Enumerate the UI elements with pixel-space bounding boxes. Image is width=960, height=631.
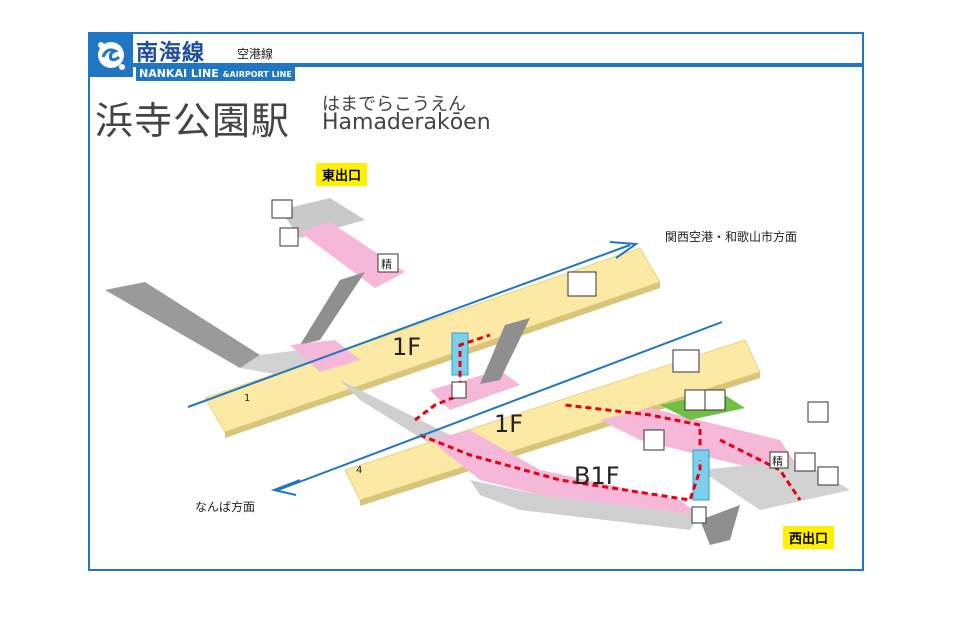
station-name-ja: 浜寺公園駅 [95, 99, 291, 143]
floor-1f-upper: 1F [392, 333, 422, 361]
elevator-2 [692, 449, 710, 501]
route-arrow-3 [564, 403, 702, 445]
direction-arrow-north [609, 241, 639, 259]
header-bar [89, 63, 863, 67]
fare-adjust-icon-2 [769, 451, 789, 469]
east-exit-deck [280, 198, 365, 238]
station-staff-icon-2 [794, 452, 816, 472]
east-exit-label: 東出口 [316, 163, 368, 186]
west-exit-label: 西出口 [783, 526, 835, 549]
direction-arrow-south [270, 479, 301, 496]
toilet-icon [704, 389, 726, 411]
platform-4-lower-side [360, 372, 760, 506]
ticket-machine-icon [271, 199, 293, 219]
floor-b1f: B1F [574, 462, 620, 490]
direction-line-south [277, 321, 723, 491]
direction-line-north [187, 244, 631, 408]
station-name-en: Hamaderakōen [322, 110, 491, 135]
fare-adjust-label-2: 精 [772, 455, 783, 468]
nankai-logo-icon [89, 33, 133, 77]
platform-1-upper-side [225, 282, 660, 438]
ticket-machine-icon-2 [817, 466, 839, 486]
elevator-icon-1 [451, 381, 467, 399]
platform-1-number: 1 [244, 393, 251, 404]
stairs-middle [480, 318, 530, 384]
route-arrow-4 [719, 438, 802, 501]
platform-4-number: 4 [356, 465, 363, 476]
west-stairs [700, 505, 740, 545]
direction-south-label: なんば方面 [195, 500, 256, 514]
floor-1f-lower: 1F [494, 410, 524, 438]
line-name-en: NANKAI LINE &AIRPORT LINE [136, 67, 295, 81]
waiting-room-icon-1 [567, 271, 597, 297]
header: 南海線 空港線 NANKAI LINE &AIRPORT LINE [89, 33, 863, 81]
east-stairs [300, 272, 365, 345]
line-en-sub: &AIRPORT LINE [222, 70, 292, 79]
wheelchair-icon-3 [807, 401, 829, 423]
line-en-main: NANKAI LINE [139, 67, 219, 80]
b1f-concourse [430, 430, 700, 515]
west-gray-area [700, 460, 850, 510]
concourse-left [240, 350, 320, 375]
fare-adjust-label: 精 [381, 258, 392, 271]
elevator-icon-2 [691, 506, 707, 524]
wheelchair-icon-2 [643, 429, 665, 451]
route-arrow-2 [419, 433, 702, 502]
stairs-left [105, 282, 260, 368]
direction-north-label: 関西空港・和歌山市方面 [665, 230, 798, 244]
line-sub-ja: 空港線 [237, 47, 274, 61]
waiting-room-icon-2 [672, 349, 700, 373]
line-name-ja: 南海線 [136, 41, 206, 66]
b1f-concourse-gray [470, 480, 700, 530]
fare-adjust-icon [377, 253, 399, 273]
station-name-kana: はまでらこうえん [322, 94, 466, 115]
wheelchair-icon-1 [684, 389, 706, 411]
station-staff-icon [279, 227, 299, 247]
